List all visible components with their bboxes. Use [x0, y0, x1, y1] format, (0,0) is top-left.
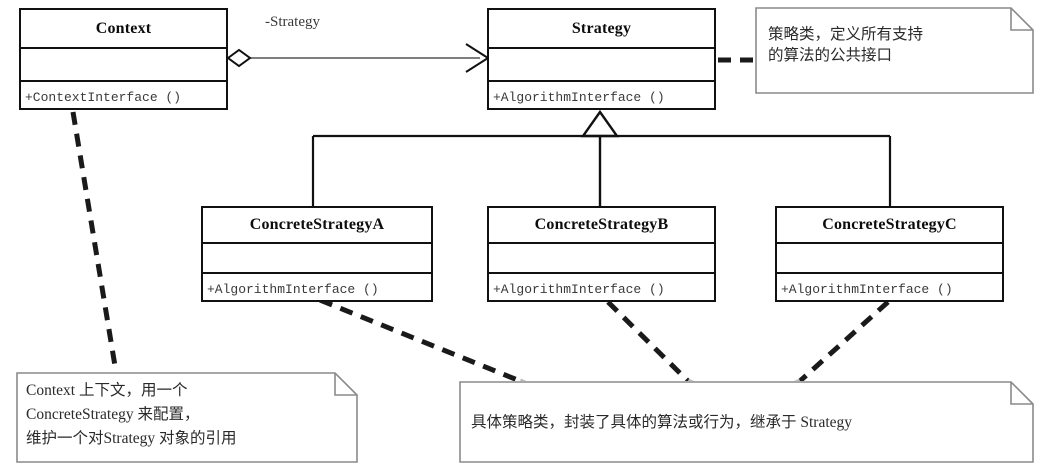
anchor-concrete-a-note	[319, 297, 521, 384]
class-attributes-strategy	[489, 47, 714, 80]
class-operations-concrete-strategy-c: +AlgorithmInterface ()	[777, 272, 1002, 304]
class-box-concrete-strategy-a[interactable]: ConcreteStrategyA +AlgorithmInterface ()	[201, 206, 433, 302]
note-shape-concrete-strategy	[459, 381, 1034, 463]
class-operations-concrete-strategy-a: +AlgorithmInterface ()	[203, 272, 431, 304]
anchor-concrete-c-note	[798, 300, 890, 383]
class-name-strategy: Strategy	[571, 19, 632, 37]
class-box-concrete-strategy-c[interactable]: ConcreteStrategyC +AlgorithmInterface ()	[775, 206, 1004, 302]
association-label-strategy: -Strategy	[265, 14, 320, 30]
class-name-context: Context	[95, 19, 152, 37]
note-anchor-lines	[70, 57, 890, 384]
note-context[interactable]: Context 上下文，用一个 ConcreteStrategy 来配置， 维护…	[16, 372, 358, 463]
note-concrete-strategy[interactable]: 具体策略类，封装了具体的算法或行为，继承于 Strategy	[459, 381, 1034, 463]
class-box-context[interactable]: Context +ContextInterface ()	[19, 8, 228, 110]
anchor-context-note	[70, 111, 119, 373]
class-attributes-concrete-strategy-c	[777, 242, 1002, 272]
class-box-concrete-strategy-b[interactable]: ConcreteStrategyB +AlgorithmInterface ()	[487, 206, 716, 302]
note-shape-strategy	[755, 7, 1034, 94]
generalization-tree	[311, 109, 892, 207]
class-box-strategy[interactable]: Strategy +AlgorithmInterface ()	[487, 8, 716, 110]
class-operations-strategy: +AlgorithmInterface ()	[489, 80, 714, 112]
note-text-strategy: 策略类，定义所有支持 的算法的公共接口	[768, 26, 924, 64]
class-attributes-context	[21, 47, 226, 80]
class-attributes-concrete-strategy-b	[489, 242, 714, 272]
association-context-strategy	[226, 43, 490, 73]
note-text-concrete-strategy: 具体策略类，封装了具体的算法或行为，继承于 Strategy	[471, 414, 853, 431]
aggregation-diamond-icon	[226, 48, 252, 68]
note-shape-context	[16, 372, 358, 463]
note-strategy[interactable]: 策略类，定义所有支持 的算法的公共接口	[755, 7, 1034, 94]
class-name-concrete-strategy-b: ConcreteStrategyB	[534, 216, 669, 233]
class-attributes-concrete-strategy-a	[203, 242, 431, 272]
note-text-context: Context 上下文，用一个 ConcreteStrategy 来配置， 维护…	[26, 382, 237, 447]
class-operations-context: +ContextInterface ()	[21, 80, 226, 112]
class-name-concrete-strategy-c: ConcreteStrategyC	[822, 216, 957, 233]
class-operations-concrete-strategy-b: +AlgorithmInterface ()	[489, 272, 714, 304]
anchor-concrete-b-note	[606, 300, 690, 383]
class-name-concrete-strategy-a: ConcreteStrategyA	[249, 216, 385, 233]
inheritance-triangle-icon	[580, 109, 620, 138]
